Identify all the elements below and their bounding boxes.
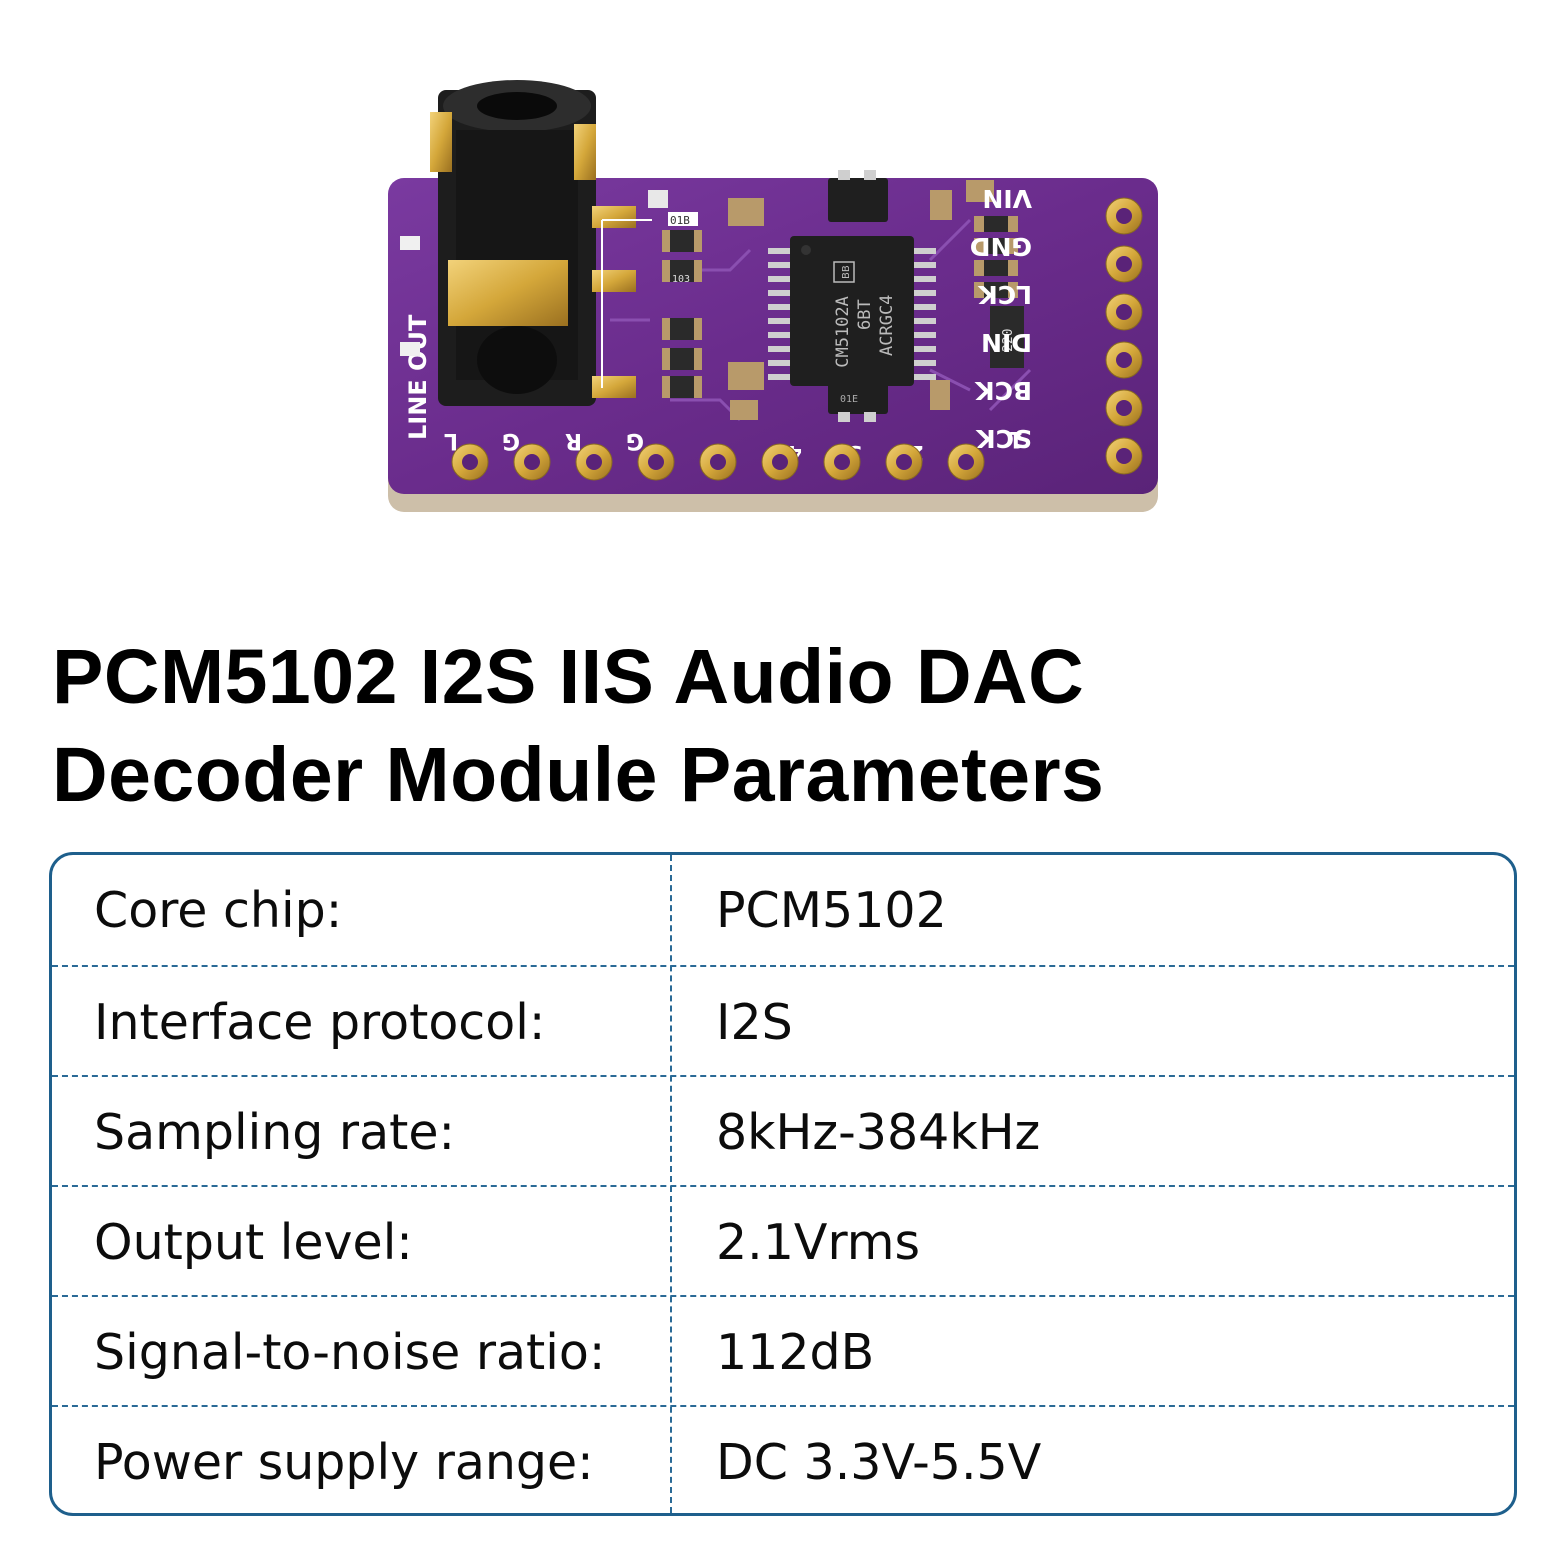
table-row: Core chip: PCM5102 (52, 855, 1514, 965)
title-line-1: PCM5102 I2S IIS Audio DAC (52, 634, 1085, 720)
right-header-pins: VIN GND LCK DIN BCK SCK (970, 184, 1143, 475)
column-divider (670, 855, 672, 1513)
page-title: PCM5102 I2S IIS Audio DAC Decoder Module… (52, 628, 1512, 824)
bottom-header-pins: L G R G 4 3 2 1 (444, 426, 1024, 481)
dac-chip: PCM5102A 6BT ACRGC4 BB (768, 236, 936, 386)
svg-text:103: 103 (672, 274, 690, 285)
spec-label: Output level: (94, 1213, 413, 1271)
spec-label: Signal-to-noise ratio: (94, 1323, 606, 1381)
spec-label: Sampling rate: (94, 1103, 455, 1161)
voltage-regulator (828, 170, 888, 422)
spec-value: PCM5102 (716, 881, 947, 939)
audio-jack (430, 80, 636, 406)
svg-text:LINE OUT: LINE OUT (404, 314, 432, 440)
svg-text:G: G (502, 428, 520, 453)
title-line-2: Decoder Module Parameters (52, 732, 1105, 818)
table-row: Signal-to-noise ratio: 112dB (52, 1295, 1514, 1407)
spec-table: Core chip: PCM5102 Interface protocol: I… (49, 852, 1517, 1516)
svg-text:6BT: 6BT (855, 299, 875, 330)
svg-text:BB: BB (841, 265, 852, 279)
table-row: Interface protocol: I2S (52, 965, 1514, 1077)
svg-text:GND: GND (970, 232, 1032, 261)
svg-text:PCM5102A: PCM5102A (833, 296, 853, 378)
svg-text:R: R (565, 428, 582, 453)
spec-value: 2.1Vrms (716, 1213, 920, 1271)
svg-text:DIN: DIN (981, 328, 1032, 357)
table-row: Output level: 2.1Vrms (52, 1185, 1514, 1297)
table-row: Sampling rate: 8kHz-384kHz (52, 1075, 1514, 1187)
spec-label: Power supply range: (94, 1433, 594, 1491)
svg-text:01E: 01E (840, 394, 858, 405)
spec-label: Core chip: (94, 881, 343, 939)
svg-text:G: G (626, 428, 644, 453)
svg-text:01B: 01B (670, 214, 690, 227)
spec-label: Interface protocol: (94, 993, 546, 1051)
table-row: Power supply range: DC 3.3V-5.5V (52, 1405, 1514, 1513)
svg-text:L: L (444, 428, 458, 453)
svg-text:BCK: BCK (974, 376, 1032, 405)
product-photo: LINE OUT PCM5102A 6BT ACRGC4 BB (388, 80, 1158, 512)
svg-text:ACRGC4: ACRGC4 (877, 295, 897, 356)
spec-value: 112dB (716, 1323, 875, 1381)
jack-label: LINE OUT (404, 314, 432, 440)
spec-value: I2S (716, 993, 793, 1051)
svg-text:LCK: LCK (977, 280, 1032, 309)
spec-value: DC 3.3V-5.5V (716, 1433, 1042, 1491)
smd-components: 220 01B 103 01E (400, 180, 1024, 420)
svg-text:1: 1 (1009, 426, 1024, 451)
spec-value: 8kHz-384kHz (716, 1103, 1041, 1161)
svg-text:VIN: VIN (982, 184, 1032, 213)
svg-text:220: 220 (1001, 329, 1016, 352)
svg-text:SCK: SCK (975, 424, 1032, 453)
